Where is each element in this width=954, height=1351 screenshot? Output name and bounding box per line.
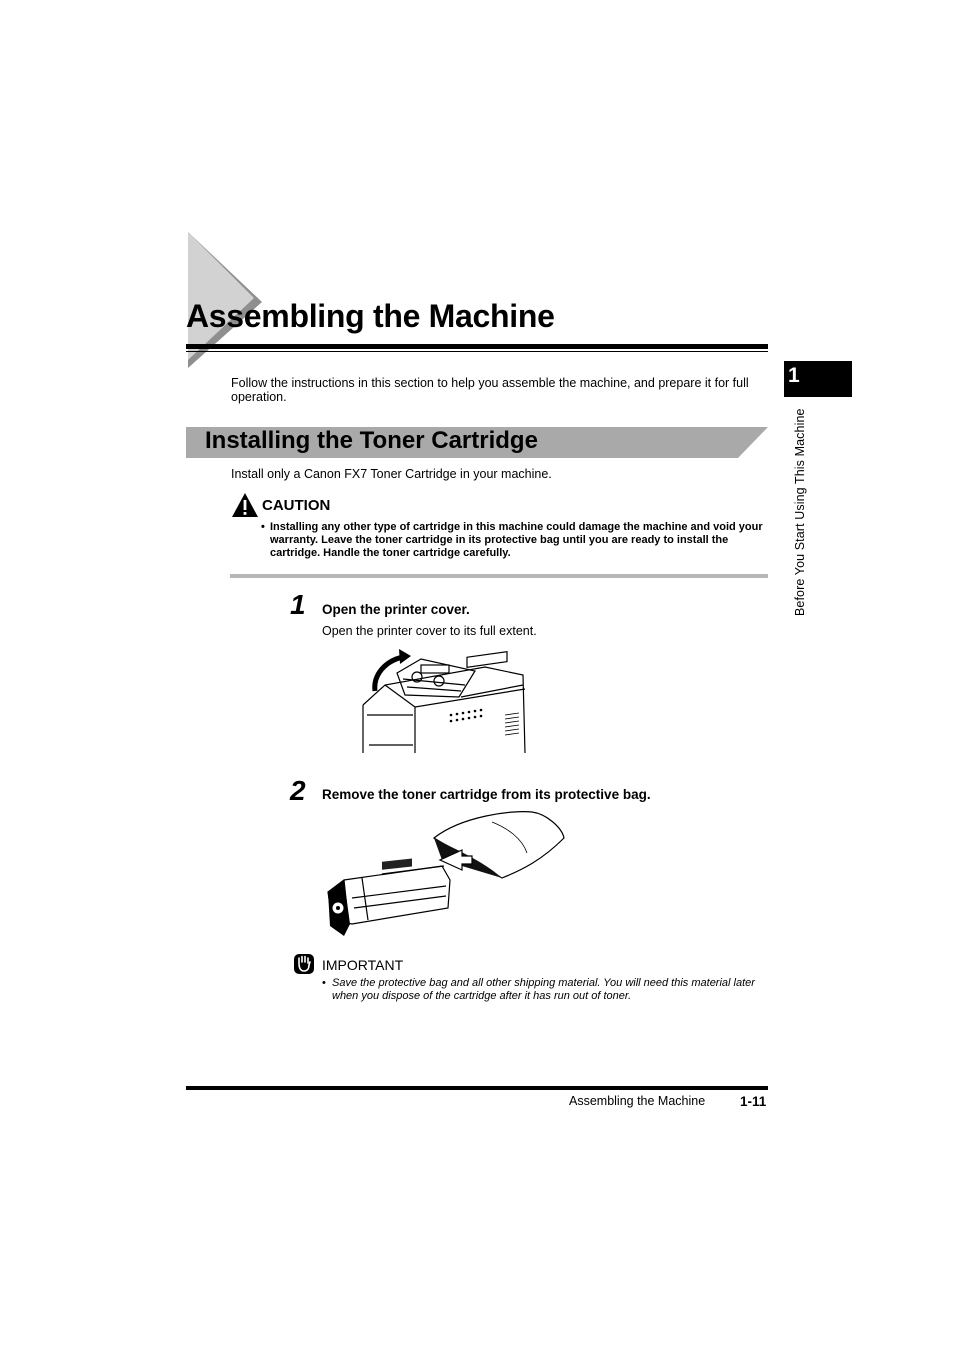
caution-heading: CAUTION xyxy=(262,497,331,514)
step-number: 2 xyxy=(290,775,306,806)
step-detail: Open the printer cover to its full exten… xyxy=(322,624,537,638)
chapter-arrow-graphic xyxy=(188,232,262,368)
caution-text: Installing any other type of cartridge i… xyxy=(270,521,763,559)
footer-rule xyxy=(186,1086,768,1090)
footer-section-label: Assembling the Machine xyxy=(569,1094,706,1108)
caution-divider xyxy=(230,574,768,578)
step-title: Remove the toner cartridge from its prot… xyxy=(322,787,651,802)
step-number: 1 xyxy=(290,589,306,620)
chapter-side-label: Before You Start Using This Machine xyxy=(793,408,807,616)
caution-bullet: • xyxy=(261,521,265,533)
chapter-title: Assembling the Machine xyxy=(186,298,555,334)
title-rule xyxy=(186,344,768,349)
cartridge-bag-illustration xyxy=(327,811,565,936)
warning-icon xyxy=(232,493,258,517)
printer-open-cover-illustration xyxy=(362,649,526,754)
important-bullet: • xyxy=(322,977,326,989)
section-title: Installing the Toner Cartridge xyxy=(205,427,538,454)
section-header-band xyxy=(186,427,768,458)
intro-paragraph: Follow the instructions in this section … xyxy=(231,376,749,404)
page-number: 1-11 xyxy=(740,1094,767,1109)
chapter-tab xyxy=(784,361,852,397)
title-rule-thin xyxy=(186,351,768,352)
section-lead: Install only a Canon FX7 Toner Cartridge… xyxy=(231,467,552,481)
important-heading: IMPORTANT xyxy=(322,957,404,973)
important-text: Save the protective bag and all other sh… xyxy=(332,977,755,1002)
chapter-tab-number: 1 xyxy=(788,364,800,387)
step-title: Open the printer cover. xyxy=(322,602,470,617)
hand-stop-icon xyxy=(294,954,314,974)
